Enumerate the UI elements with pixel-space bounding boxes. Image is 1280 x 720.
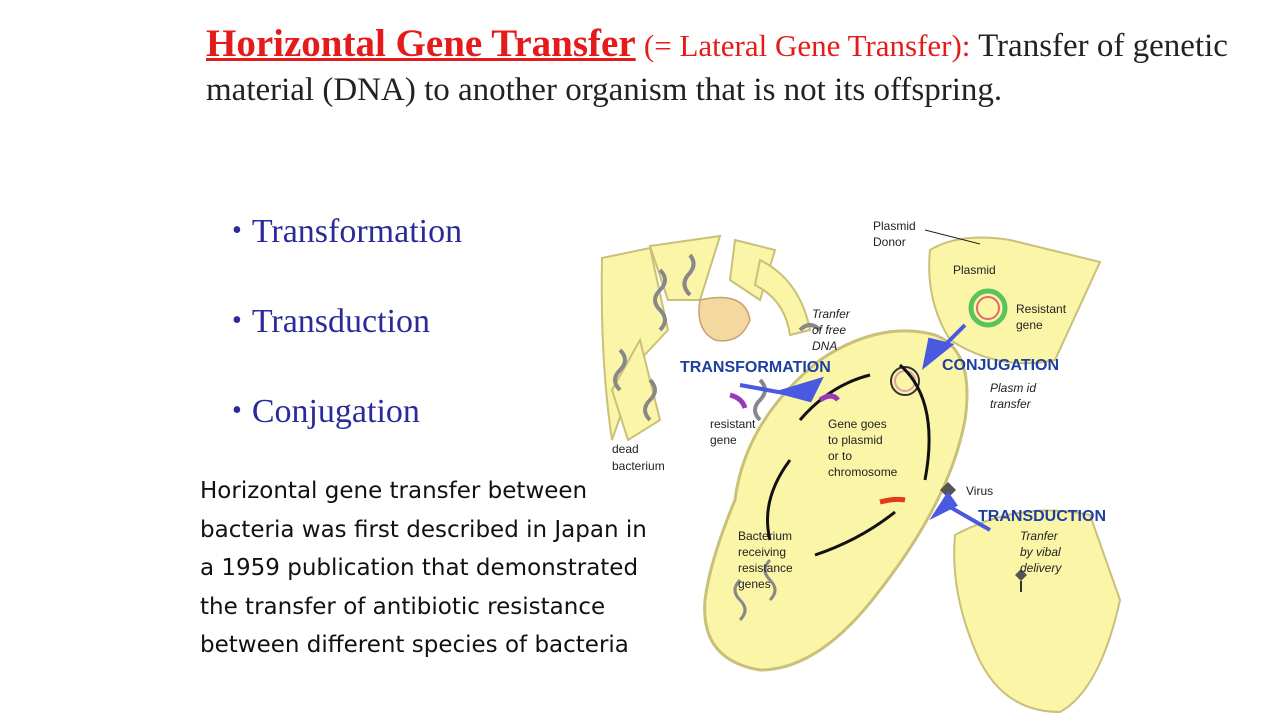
label-virus: Virus: [966, 484, 993, 498]
title-definition: Transfer of genetic material (DNA) to an…: [206, 28, 1228, 108]
heading-transduction: TRANSDUCTION: [978, 508, 1106, 525]
label-resistant-gene: Resistant: [1016, 302, 1067, 316]
bullet-transformation: Transformation: [232, 208, 462, 298]
label-plasmid-donor-2: Donor: [873, 235, 906, 249]
title-parenthetical: (= Lateral Gene Transfer):: [643, 28, 971, 63]
label-dead-bacterium-2: bacterium: [612, 459, 665, 473]
label-viral-2: by vibal: [1020, 545, 1061, 559]
transfer-arrows: [739, 323, 991, 532]
label-resistant-gene-small: resistant: [710, 417, 756, 431]
bullet-transduction: Transduction: [232, 298, 462, 388]
plasmid-donor-cell: Plasmid Donor Plasmid Resistant gene: [873, 219, 1102, 365]
label-gene-goes-4: chromosome: [828, 465, 898, 479]
label-viral-3: delivery: [1020, 561, 1062, 575]
heading-transformation: TRANSFORMATION: [680, 359, 831, 376]
title-block: Horizontal Gene Transfer (= Lateral Gene…: [206, 22, 1266, 112]
receiving-bacterium: resistant gene Gene goes to plasmid or t…: [703, 329, 969, 672]
label-receiving-2: receiving: [738, 545, 786, 559]
label-gene-goes-3: or to: [828, 449, 852, 463]
label-receiving: Bacterium: [738, 529, 792, 543]
label-receiving-4: genes: [738, 577, 771, 591]
bullet-conjugation: Conjugation: [232, 388, 462, 478]
label-gene-goes-2: to plasmid: [828, 433, 883, 447]
label-transfer-free-dna-3: DNA: [812, 339, 837, 353]
label-resistant-gene-2: gene: [1016, 318, 1043, 332]
label-resistant-gene-small-2: gene: [710, 433, 737, 447]
transduction-cell: Virus Tranfer by vibal delivery: [940, 482, 1122, 714]
label-plasmid: Plasmid: [953, 263, 996, 277]
label-plasmid-transfer: Plasm id: [990, 381, 1036, 395]
label-gene-goes: Gene goes: [828, 417, 887, 431]
label-transfer-free-dna-2: of free: [812, 323, 846, 337]
label-plasmid-transfer-2: transfer: [990, 397, 1032, 411]
bullet-list: Transformation Transduction Conjugation: [232, 208, 462, 478]
label-receiving-3: resistance: [738, 561, 793, 575]
dead-bacterium: dead bacterium: [600, 234, 822, 473]
title-main: Horizontal Gene Transfer: [206, 22, 636, 65]
label-viral: Tranfer: [1020, 529, 1059, 543]
heading-conjugation: CONJUGATION: [942, 357, 1059, 374]
label-transfer-free-dna: Tranfer: [812, 307, 851, 321]
label-plasmid-donor: Plasmid: [873, 219, 916, 233]
label-dead-bacterium: dead: [612, 442, 639, 456]
history-note: Horizontal gene transfer between bacteri…: [200, 478, 647, 659]
